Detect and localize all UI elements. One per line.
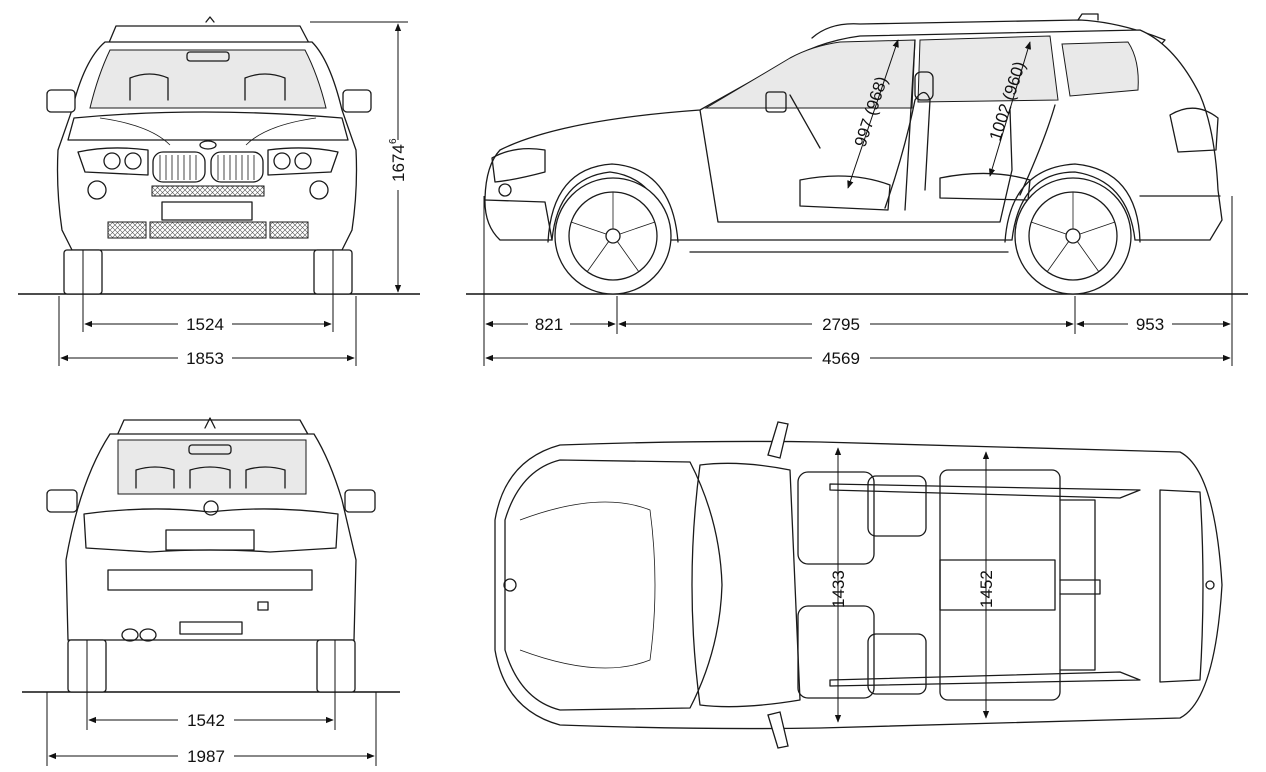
front-hood	[67, 111, 349, 141]
exhaust-right-icon	[139, 628, 157, 642]
rear-shoulder-label: 1452	[977, 570, 996, 608]
front-plate	[161, 201, 253, 221]
front-view: 1524 1853 1674 6	[18, 16, 420, 368]
front-kidney-grille-left	[152, 151, 206, 183]
top-left-roof-rail	[829, 483, 1141, 499]
top-windshield	[691, 462, 801, 708]
front-right-mirror	[342, 89, 372, 113]
front-kidney-grille-right	[210, 151, 264, 183]
side-taillight	[1169, 107, 1219, 153]
side-view: 997 (968) 1002 (960) 821 2795 953 4569	[466, 13, 1248, 368]
front-right-headlight	[267, 147, 339, 176]
height-label: 1674	[389, 144, 408, 182]
front-windshield	[89, 49, 327, 109]
rear-plate	[165, 529, 255, 551]
rear-view: 1542 1987	[22, 417, 400, 766]
rear-right-tire	[316, 639, 356, 693]
top-bmw-logo-icon	[503, 578, 517, 592]
height-suffix: 6	[388, 138, 399, 144]
rear-width-label: 1987	[187, 747, 225, 766]
top-left-mirror	[767, 421, 789, 459]
top-hood	[504, 459, 723, 711]
exhaust-left-icon	[121, 628, 139, 642]
front-overhang-label: 821	[535, 315, 563, 334]
front-track-label: 1524	[186, 315, 224, 334]
length-label: 4569	[822, 349, 860, 368]
rear-track-label: 1542	[187, 711, 225, 730]
front-lower-intake	[151, 185, 265, 197]
front-width-label: 1853	[186, 349, 224, 368]
top-right-mirror	[767, 711, 789, 749]
side-front-wheel	[554, 177, 672, 295]
front-shoulder-label: 1433	[829, 570, 848, 608]
front-left-mirror	[46, 89, 76, 113]
front-roof-rail	[107, 25, 311, 46]
wheelbase-label: 2795	[822, 315, 860, 334]
rear-bmw-logo-icon	[203, 500, 219, 516]
side-headlight	[491, 147, 546, 183]
rear-overhang-label: 953	[1136, 315, 1164, 334]
top-body	[494, 440, 1223, 730]
side-quarter-window	[1061, 41, 1139, 97]
side-rear-wheel	[1014, 177, 1132, 295]
bmw-logo-icon	[199, 140, 217, 150]
rear-right-mirror	[344, 489, 376, 513]
top-tailgate	[1159, 489, 1204, 683]
top-right-roof-rail	[829, 671, 1141, 687]
side-mirror	[765, 91, 787, 113]
front-left-headlight	[77, 147, 149, 176]
top-view: 1433 1452	[494, 421, 1223, 749]
rear-left-mirror	[46, 489, 78, 513]
side-rear-window	[917, 35, 1059, 103]
